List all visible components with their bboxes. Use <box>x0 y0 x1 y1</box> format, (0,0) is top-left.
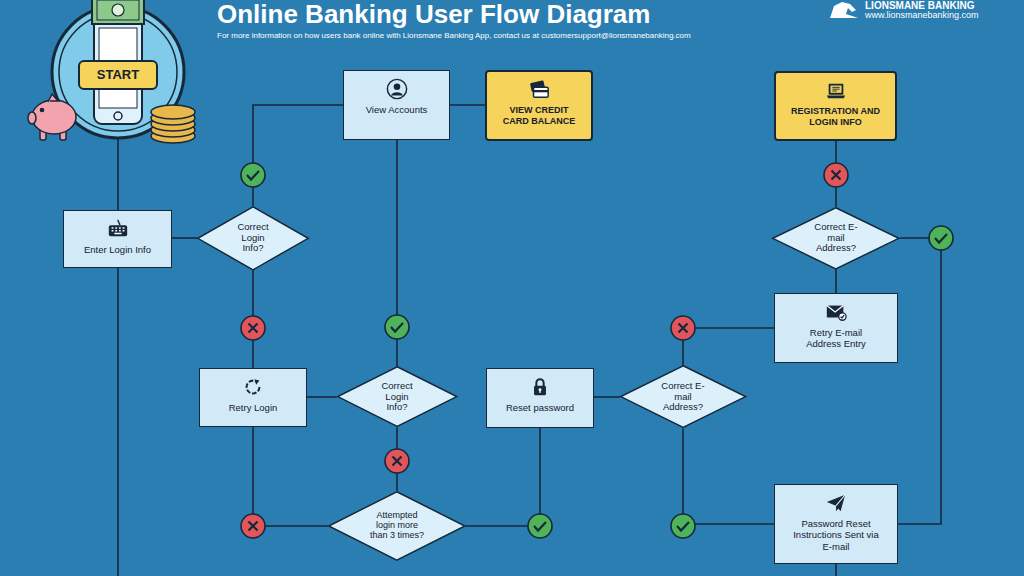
lion-mark <box>830 2 858 18</box>
node-text: Correct Login Info? <box>376 381 418 412</box>
node-text: START <box>97 67 139 83</box>
diamond-outline <box>329 492 465 560</box>
node-text: Correct E-mail Address? <box>660 381 706 412</box>
decision-diamond: Correct Login Info? <box>337 366 457 427</box>
piggy-bank <box>28 94 76 140</box>
piggy-bank <box>32 100 76 134</box>
node-text: View Accounts <box>366 104 428 115</box>
node-text: Enter Login Info <box>84 244 151 255</box>
phone <box>94 16 142 124</box>
phone-button <box>114 112 122 120</box>
node-text: VIEW CREDIT CARD BALANCE <box>496 105 582 127</box>
no-mark <box>385 449 409 473</box>
piggy-bank <box>40 108 43 111</box>
yes-mark <box>528 514 552 538</box>
flow-line <box>450 104 485 106</box>
coin-stack <box>151 105 195 143</box>
flow-line <box>172 237 197 239</box>
flow-line <box>683 328 774 365</box>
diamond-outline <box>621 366 746 428</box>
banknote-border <box>97 0 139 20</box>
logo <box>830 2 858 18</box>
yes-mark <box>385 315 409 339</box>
diamond-outline <box>773 207 899 268</box>
node-text: Retry Login <box>229 402 278 413</box>
node-icon <box>528 79 550 101</box>
decision-diamond: Correct E-mail Address? <box>772 207 900 270</box>
flow-line <box>898 238 941 524</box>
decision-diamond: Correct Login Info? <box>197 206 309 271</box>
diamond-outline <box>198 206 308 269</box>
piggy-bank <box>28 112 36 124</box>
diagram-title: Online Banking User Flow Diagram <box>217 0 650 29</box>
decision-marks <box>241 163 953 538</box>
node-icon <box>107 218 129 240</box>
node-icon <box>530 80 548 97</box>
phone-illustration <box>28 0 195 143</box>
no-mark <box>241 316 265 340</box>
banknote-seal <box>112 4 124 16</box>
flow-line <box>683 429 774 524</box>
flow-line <box>835 269 837 293</box>
flow-line <box>253 427 328 526</box>
node-icon <box>827 495 845 512</box>
flow-line <box>835 564 837 576</box>
node-text: Retry E-mail Address Entry <box>797 327 875 350</box>
subtitle: For more information on how users bank o… <box>217 32 691 41</box>
process-box: Reset password <box>486 368 594 428</box>
flow-line <box>253 105 343 206</box>
website: www.lionsmanebanking.com <box>865 11 979 21</box>
process-box: Retry Login <box>199 368 307 427</box>
node-icon <box>534 379 546 395</box>
node-text: Attempted login more than 3 times? <box>367 511 427 541</box>
node-text: REGISTRATION AND LOGIN INFO <box>784 106 888 128</box>
decision-diamond: Correct E-mail Address? <box>620 365 746 428</box>
coin-stack <box>151 105 195 119</box>
offpage-lines <box>118 268 836 576</box>
node-text: Reset password <box>506 402 574 413</box>
node-text: Correct E-mail Address? <box>813 222 859 253</box>
yes-mark <box>929 226 953 250</box>
node-icon <box>386 78 408 100</box>
node-icon <box>247 379 260 393</box>
brand-name: LIONSMANE BANKING <box>865 0 974 11</box>
process-box: Retry E-mail Address Entry <box>774 293 898 363</box>
yes-mark <box>241 163 265 187</box>
node-icon <box>825 301 847 323</box>
flow-line <box>466 428 540 526</box>
flow-line <box>307 396 337 398</box>
flow-line <box>594 396 620 398</box>
diamond-outline <box>338 367 457 427</box>
goal-box: REGISTRATION AND LOGIN INFO <box>774 71 897 141</box>
yes-mark <box>671 514 695 538</box>
start-terminal: START <box>78 60 158 90</box>
node-icon <box>825 80 847 102</box>
process-box: View Accounts <box>343 70 450 140</box>
no-mark <box>824 163 848 187</box>
banknote <box>92 0 144 24</box>
node-icon <box>826 84 844 99</box>
process-box: Enter Login Info <box>63 210 172 268</box>
node-icon <box>529 376 551 398</box>
node-text: Password Reset Instructions Sent via E-m… <box>790 518 882 552</box>
decision-diamond: Attempted login more than 3 times? <box>328 491 466 561</box>
process-box: Password Reset Instructions Sent via E-m… <box>774 484 898 564</box>
node-text: Correct Login Info? <box>232 222 274 253</box>
node-icon <box>387 79 406 98</box>
no-mark <box>671 316 695 340</box>
goal-box: VIEW CREDIT CARD BALANCE <box>485 70 593 141</box>
flow-line <box>117 268 119 576</box>
node-icon <box>108 220 126 237</box>
no-mark <box>241 514 265 538</box>
piggy-bank <box>50 100 60 102</box>
node-icon <box>825 492 847 514</box>
node-icon <box>827 306 846 321</box>
node-icon <box>242 376 264 398</box>
